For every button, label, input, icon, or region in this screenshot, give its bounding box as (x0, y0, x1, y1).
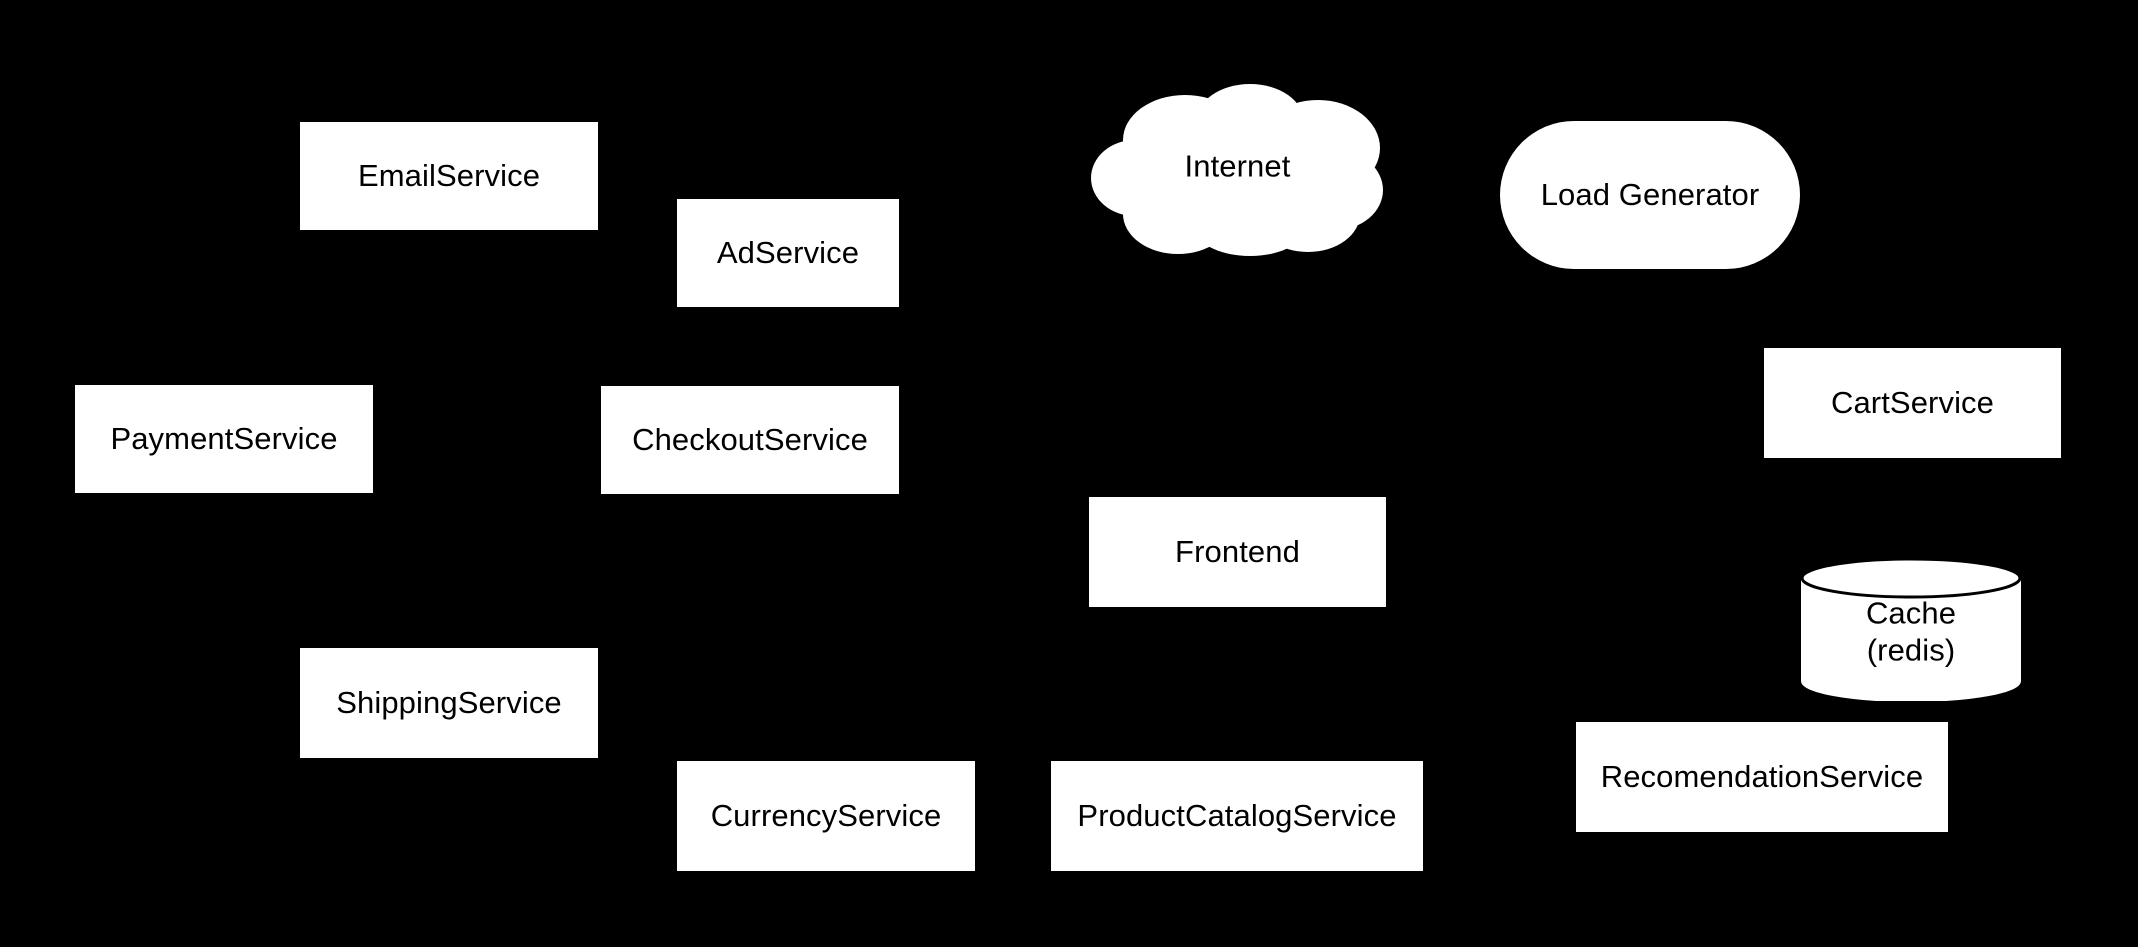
node-label-internet: Internet (1184, 148, 1291, 184)
node-load-generator[interactable]: Load Generator (1500, 121, 1800, 269)
node-email-service[interactable]: EmailService (300, 122, 598, 230)
node-cart-service[interactable]: CartService (1764, 348, 2061, 458)
node-label-checkout-service: CheckoutService (632, 421, 868, 457)
node-label-product-catalog-service: ProductCatalogService (1077, 797, 1397, 833)
node-label-payment-service: PaymentService (110, 420, 338, 456)
node-checkout-service[interactable]: CheckoutService (601, 386, 899, 494)
node-label-load-generator: Load Generator (1540, 176, 1760, 212)
node-label-frontend: Frontend (1175, 533, 1300, 569)
node-label-cache-redis: Cache (redis) (1865, 595, 1957, 668)
node-shipping-service[interactable]: ShippingService (300, 648, 598, 758)
node-label-cart-service: CartService (1830, 384, 1995, 420)
cloud-icon (1091, 84, 1383, 256)
node-recomendation-service[interactable]: RecomendationService (1576, 722, 1948, 832)
node-label-currency-service: CurrencyService (710, 797, 942, 833)
node-ad-service[interactable]: AdService (677, 199, 899, 307)
node-frontend[interactable]: Frontend (1089, 497, 1386, 607)
node-payment-service[interactable]: PaymentService (75, 385, 373, 493)
node-label-shipping-service: ShippingService (336, 684, 562, 720)
node-cache-redis[interactable]: Cache (redis) (1800, 558, 2022, 701)
node-label-recomendation-service: RecomendationService (1600, 758, 1924, 794)
node-internet[interactable]: Internet (1090, 78, 1385, 256)
node-label-ad-service: AdService (716, 234, 860, 270)
node-product-catalog-service[interactable]: ProductCatalogService (1051, 761, 1423, 871)
node-currency-service[interactable]: CurrencyService (677, 761, 975, 871)
node-label-email-service: EmailService (357, 157, 541, 193)
database-cylinder-icon (1800, 558, 2022, 701)
